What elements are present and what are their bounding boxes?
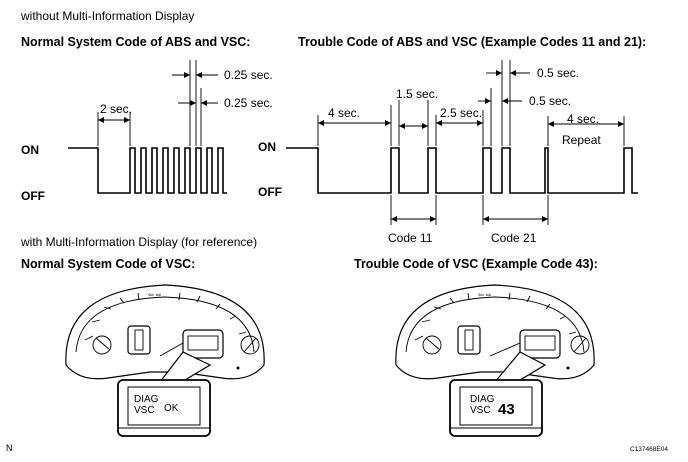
diag-line2-left: VSC	[134, 405, 155, 416]
figure-code: C137468E04	[630, 446, 668, 453]
repeat-label: Repeat	[562, 133, 601, 147]
bottom-right-header: Trouble Code of VSC (Example Code 43):	[354, 257, 598, 271]
off-label-right: OFF	[258, 185, 282, 199]
instrument-cluster-right: ⇦ ⇨ DIAG VSC 43	[395, 284, 595, 437]
gear-indicator-right	[457, 325, 481, 355]
left-025sec-label-1: 0.25 sec.	[224, 68, 273, 82]
gear-indicator	[127, 325, 151, 355]
right-25sec-label: 2.5 sec.	[440, 106, 482, 120]
cluster-symbol-left: ⇦ ⇨	[148, 292, 162, 299]
tachometer-ticks-right	[414, 292, 470, 341]
right-05sec-label-2: 0.5 sec.	[529, 94, 571, 108]
speedometer-ticks-right	[508, 292, 577, 335]
right-repeat-4sec-label: 4 sec.	[567, 112, 599, 126]
tachometer-ticks-left	[84, 292, 140, 341]
top-caption: without Multi-Information Display	[20, 9, 194, 23]
temp-gauge-icon	[240, 335, 260, 355]
corner-label-left: N	[6, 443, 13, 453]
on-label-left: ON	[21, 143, 39, 157]
right-05sec-label-1: 0.5 sec.	[537, 66, 579, 80]
bottom-left-header: Normal System Code of VSC:	[21, 257, 195, 271]
multi-info-display-left	[182, 329, 224, 359]
diag-line1-right: DIAG	[470, 394, 495, 405]
left-header: Normal System Code of ABS and VSC:	[21, 35, 250, 49]
left-2sec-label: 2 sec.	[100, 102, 132, 116]
diag-value-right: 43	[498, 401, 515, 418]
speedometer-ticks-left	[178, 292, 247, 335]
normal-code-waveform: ON OFF 2 sec. 0.25 sec. 0.25 sec.	[21, 60, 273, 203]
on-label-right: ON	[258, 140, 276, 154]
trouble-code-waveform: ON OFF 4 sec. 1.5 sec. 2.5 sec. 0.5 sec.…	[258, 60, 638, 245]
bottom-caption: with Multi-Information Display (for refe…	[20, 235, 257, 249]
instrument-cluster-left: ⇦ ⇨ DIAG VSC OK	[65, 284, 265, 437]
left-025sec-label-2: 0.25 sec.	[224, 96, 273, 110]
multi-info-display-right	[519, 329, 561, 359]
right-4sec-label: 4 sec.	[328, 106, 360, 120]
off-label-left: OFF	[21, 189, 45, 203]
temp-gauge-icon-right	[570, 335, 590, 355]
diag-line1-left: DIAG	[134, 394, 159, 405]
diag-display-right: DIAG VSC 43	[449, 379, 543, 437]
right-header: Trouble Code of ABS and VSC (Example Cod…	[298, 35, 646, 49]
cluster-symbol-right: ⇦ ⇨	[478, 292, 492, 299]
code-11-label: Code 11	[388, 231, 433, 245]
fuel-gauge-icon	[92, 335, 112, 355]
code-21-label: Code 21	[491, 231, 537, 245]
diag-display-left: DIAG VSC OK	[117, 379, 211, 437]
right-15sec-label: 1.5 sec.	[396, 87, 438, 101]
diag-value-left: OK	[164, 403, 179, 414]
diag-line2-right: VSC	[470, 405, 491, 416]
fuel-gauge-icon-right	[422, 335, 442, 355]
